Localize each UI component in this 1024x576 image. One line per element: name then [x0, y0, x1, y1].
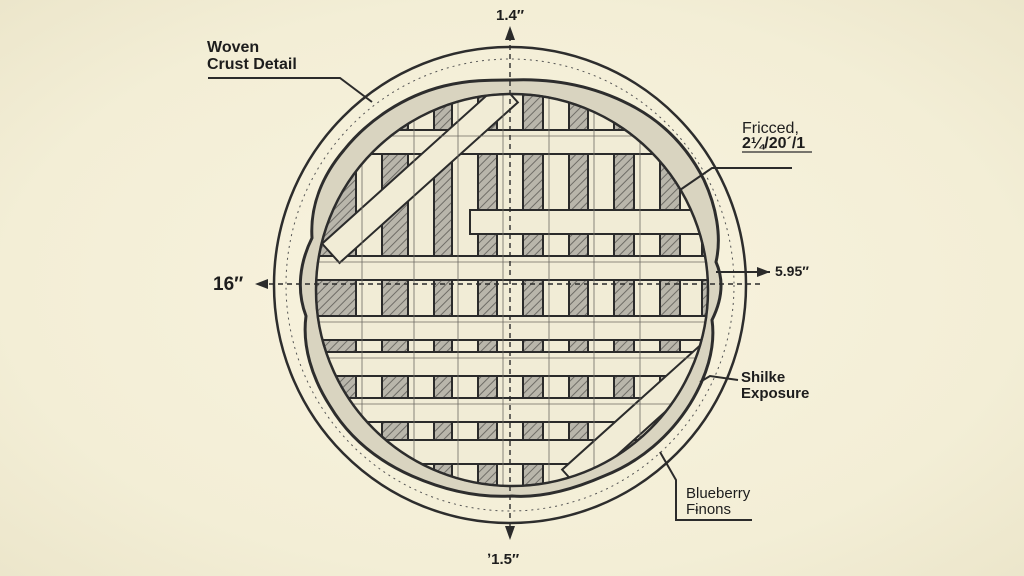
blueberry-label-line2: Fɨnons	[686, 501, 732, 518]
lattice-strip	[320, 94, 520, 265]
blueberry-leader	[659, 451, 752, 521]
shlike-exposure-label-line1: Shilke	[741, 369, 786, 386]
leader-lines	[208, 77, 792, 521]
dimension-lines	[260, 36, 760, 530]
shlike-leader	[699, 374, 739, 383]
blueberry-label-line1: Blueberry	[686, 485, 751, 502]
woven-leader	[208, 77, 373, 103]
woven-crust-label-line1: Woven	[207, 39, 260, 56]
lattice-strip	[316, 255, 708, 281]
arrow-down-icon	[505, 526, 515, 540]
bottom-dimension-label: ʼ1.5″	[487, 551, 520, 568]
fried-label-line1: Fricced,	[742, 120, 799, 137]
plate-inner-dotted	[285, 58, 735, 512]
shlike-exposure-label-line2: Exposure	[741, 385, 810, 402]
arrow-up-icon	[505, 26, 515, 40]
lattice-strip	[469, 209, 701, 235]
fried-label-line2: 2¼/20´/1	[742, 135, 806, 152]
left-dimension-label: 16″	[213, 274, 244, 295]
arrow-left-icon	[255, 279, 268, 289]
woven-crust-label-line2: Crust Detail	[207, 56, 297, 73]
lattice-strip	[316, 315, 708, 341]
right-dimension-label: 5.95″	[775, 263, 809, 279]
fried-leader	[679, 167, 792, 191]
top-dimension-label: 1.4″	[496, 7, 525, 24]
